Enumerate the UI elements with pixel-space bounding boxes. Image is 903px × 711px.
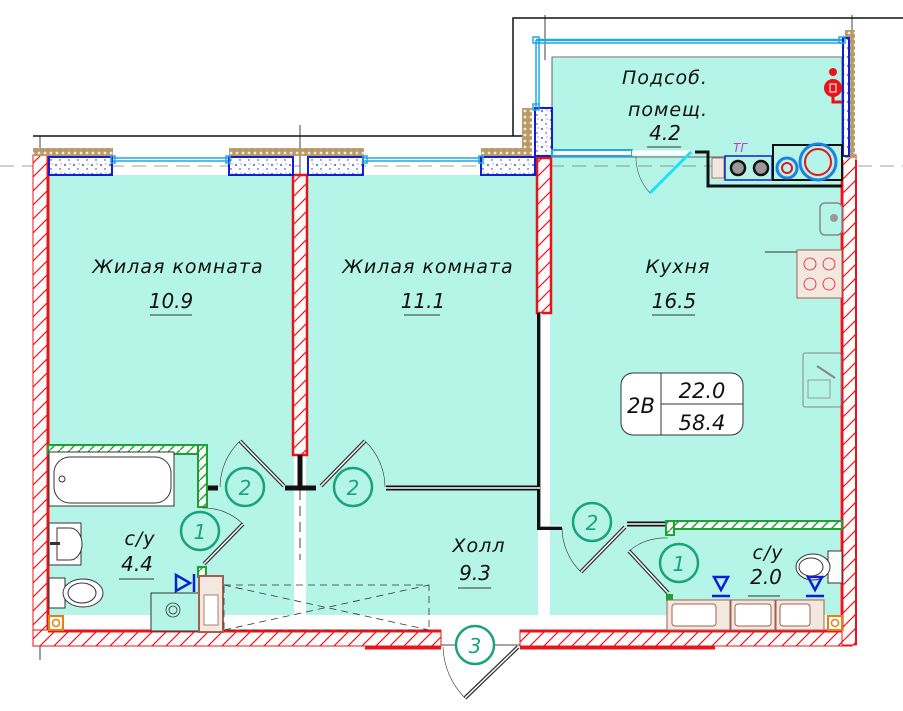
pier [534, 107, 553, 157]
bath1-fixtures [48, 451, 430, 633]
loggia-glazing [532, 36, 846, 111]
bath2-fixtures [666, 550, 843, 631]
balcony-door [551, 149, 633, 157]
balcony-door-leaf [648, 150, 693, 195]
wall-bath2-top [665, 520, 843, 530]
door-tags: 1 2 2 1 2 3 [179, 466, 700, 666]
exterior-walls [32, 154, 857, 650]
door-tag: 2 [332, 466, 374, 508]
door-tag: 1 [658, 542, 700, 584]
room-name-hall: Холл [452, 535, 506, 557]
wall-left [32, 154, 49, 642]
washing-machine-icon [150, 592, 200, 632]
room-area-hall: 9.3 [459, 561, 491, 585]
room-area-bath1: 4.4 [121, 552, 153, 576]
room-area-kitchen: 16.5 [652, 289, 697, 313]
pier [48, 156, 113, 176]
pier [307, 156, 364, 176]
window [110, 155, 484, 164]
room-name-utility-line2: помещ. [628, 99, 708, 121]
insulation-strip [522, 108, 532, 156]
valve-icon [711, 575, 825, 598]
door-tag: 2 [571, 501, 613, 543]
insulation-strip [229, 148, 364, 156]
pier [228, 156, 294, 176]
insulation-strip [481, 148, 531, 156]
room-name-kitchen: Кухня [646, 256, 711, 278]
insulation-strip [33, 148, 113, 156]
room-name-bedroom2: Жилая комната [341, 256, 513, 278]
pipe-icon [775, 156, 799, 180]
door-tag: 3 [454, 624, 496, 666]
floor-bedroom1 [48, 175, 294, 615]
doors [201, 439, 670, 700]
closet-dashed [223, 584, 430, 631]
valve-icon [174, 572, 193, 594]
floor-areas [48, 58, 842, 615]
room-area-bedroom2: 11.1 [401, 289, 446, 313]
room-area-utility: 4.2 [649, 121, 681, 145]
total-area: 58.4 [679, 411, 726, 435]
floor-utility [552, 58, 842, 158]
pipe-icon [729, 159, 747, 177]
wall-right [841, 154, 857, 646]
room-area-bedroom1: 10.9 [149, 289, 194, 313]
svg-text:1: 1 [194, 520, 207, 544]
apartment-info-box: 2В 22.0 58.4 [620, 372, 744, 436]
gas-meter-icon [824, 68, 842, 104]
vent-icon [827, 615, 843, 631]
room-name-bath1: с/у [124, 528, 155, 550]
svg-text:1: 1 [673, 552, 686, 576]
room-labels: Жилая комната 10.9 Жилая комната 11.1 Ку… [91, 67, 783, 597]
riser-label: ТГ [733, 141, 748, 155]
riser-shaft: ТГ [695, 141, 843, 188]
stove-icon [796, 249, 843, 299]
living-area: 22.0 [679, 379, 726, 403]
wall-bedrooms-partition [291, 173, 309, 457]
interior-walls [47, 156, 843, 601]
door-tag: 2 [224, 466, 266, 508]
pipe-icon [798, 142, 838, 182]
room-name-bedroom1: Жилая комната [91, 256, 263, 278]
floor-bedroom2 [306, 175, 538, 615]
svg-text:2: 2 [347, 476, 360, 500]
vent-blocks [666, 599, 825, 631]
svg-text:2: 2 [239, 476, 252, 500]
vent-icon [48, 615, 64, 631]
pipe-icon [752, 159, 770, 177]
kitchen-appliances [765, 202, 843, 408]
pier [480, 156, 536, 176]
svg-text:2: 2 [586, 511, 599, 535]
room-name-utility-line1: Подсоб. [622, 67, 708, 89]
room-area-bath2: 2.0 [750, 565, 782, 589]
apartment-type: 2В [627, 394, 655, 418]
svg-text:3: 3 [469, 634, 482, 658]
wall-kitchen-partition [535, 156, 553, 315]
pier [842, 37, 850, 157]
door-tag: 1 [179, 510, 221, 552]
top-facade [33, 30, 855, 195]
wall-bath1-side [197, 444, 208, 508]
room-name-bath2: с/у [752, 542, 783, 564]
